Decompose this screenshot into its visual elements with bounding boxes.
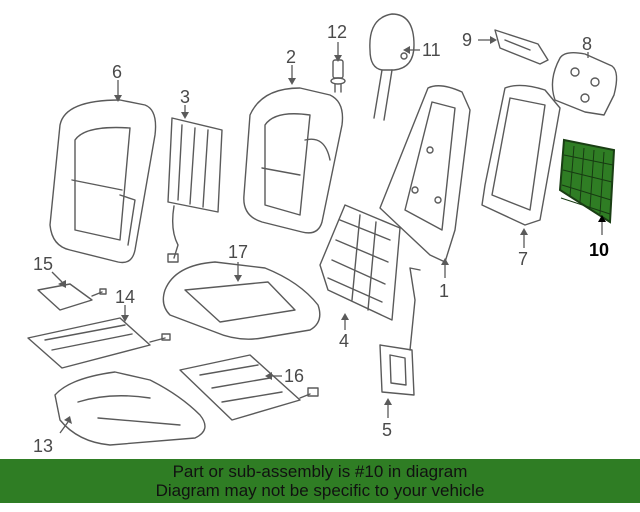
callout-9: 9 (462, 30, 472, 50)
part-9-bracket (494, 29, 549, 65)
callout-14: 14 (115, 287, 135, 307)
part-2-backrest-cushion (243, 87, 344, 234)
part-1-backrest-frame (379, 85, 471, 263)
callout-15: 15 (33, 254, 53, 274)
callout-3: 3 (180, 87, 190, 107)
part-4-spring-mat (319, 204, 401, 321)
part-17-seat-cushion (162, 261, 321, 340)
callout-4: 4 (339, 331, 349, 351)
callout-7: 7 (518, 249, 528, 269)
part-12-guide-pin (330, 59, 346, 93)
callout-11: 11 (422, 40, 441, 60)
part-10-map-pocket-net (558, 138, 616, 224)
callout-1: 1 (439, 281, 449, 301)
disclaimer-banner: Part or sub-assembly is #10 in diagram D… (0, 459, 640, 503)
part-13-seat-pan (54, 371, 206, 446)
callout-leaders (51, 36, 606, 434)
callout-16: 16 (284, 366, 304, 386)
callout-2: 2 (286, 47, 296, 67)
part-5-side-bracket (379, 267, 421, 396)
part-11-headrest (369, 13, 415, 121)
part-15-sensor-plate (37, 283, 107, 311)
callout-12: 12 (327, 22, 347, 42)
part-8-trim-cover (551, 51, 618, 116)
callout-17: 17 (228, 242, 248, 262)
callout-8: 8 (582, 34, 592, 54)
callout-labels: 6 3 2 12 11 9 8 10 7 1 17 4 15 14 16 5 1… (33, 22, 609, 456)
part-3-heater-pad (167, 117, 223, 263)
part-7-back-panel (481, 84, 561, 226)
callout-10: 10 (589, 240, 609, 260)
callout-13: 13 (33, 436, 53, 456)
seat-exploded-view: 6 3 2 12 11 9 8 10 7 1 17 4 15 14 16 5 1… (27, 13, 618, 456)
part-14-sensor-mat (27, 317, 171, 369)
callout-6: 6 (112, 62, 122, 82)
callout-5: 5 (382, 420, 392, 440)
part-16-seat-heater (179, 354, 319, 421)
banner-line-1: Part or sub-assembly is #10 in diagram (172, 462, 468, 481)
part-6-seatback-cover (49, 99, 157, 264)
banner-line-2: Diagram may not be specific to your vehi… (155, 481, 485, 500)
